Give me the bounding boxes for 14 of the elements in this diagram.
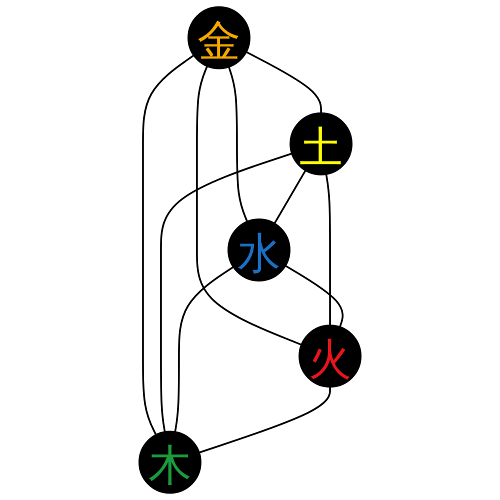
connector — [246, 51, 322, 114]
connector — [284, 264, 344, 328]
node-circle: 水 — [228, 218, 290, 282]
connector — [198, 386, 331, 454]
node-circle: 金 — [188, 6, 250, 70]
connector — [196, 66, 302, 346]
connector — [228, 66, 248, 222]
connector — [174, 266, 234, 432]
node-circle: 木 — [138, 430, 202, 494]
connector — [142, 54, 194, 436]
connector — [274, 170, 306, 224]
connector — [325, 174, 331, 326]
node-circle: 火 — [298, 324, 362, 388]
node-circle: 土 — [290, 112, 353, 176]
